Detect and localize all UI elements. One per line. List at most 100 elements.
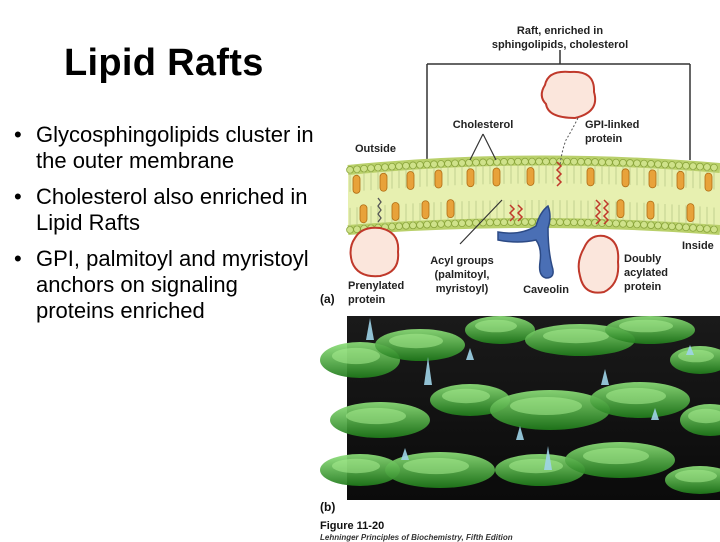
cholesterol-molecule-bottom	[391, 202, 400, 221]
lipid-head-top	[367, 164, 375, 172]
lipid-head-bottom	[423, 220, 431, 229]
cholesterol-label: Cholesterol	[453, 119, 514, 131]
lipid-head-bottom	[346, 226, 354, 234]
lipid-head-bottom	[465, 219, 473, 227]
lipid-head-bottom	[493, 218, 501, 227]
raft-domain-highlight	[619, 319, 673, 333]
cholesterol-molecule-bottom	[616, 199, 625, 219]
lipid-head-bottom	[570, 218, 578, 227]
bullet-item: •Cholesterol also enriched in Lipid Raft…	[10, 184, 315, 236]
lipid-head-bottom	[402, 221, 410, 230]
lipid-head-bottom	[661, 222, 669, 230]
lipid-head-top	[472, 158, 480, 167]
lipid-head-bottom	[430, 220, 438, 229]
lipid-head-bottom	[409, 221, 417, 230]
panel-a-label: (a)	[320, 292, 335, 306]
raft-domain-highlight	[389, 333, 443, 349]
lipid-head-bottom	[416, 221, 424, 229]
cholesterol-molecule-top	[406, 171, 415, 190]
lipid-head-top	[640, 159, 648, 168]
cholesterol-molecule-top	[676, 170, 685, 190]
lipid-head-bottom	[626, 220, 634, 228]
protein-peak	[424, 357, 432, 385]
lipid-head-top	[563, 157, 571, 166]
lipid-head-top	[381, 163, 389, 171]
bullet-dot-icon: •	[14, 246, 22, 271]
lipid-head-bottom	[451, 219, 459, 228]
outside-label: Outside	[355, 143, 396, 155]
lipid-head-top	[416, 161, 424, 169]
bullet-dot-icon: •	[14, 122, 22, 147]
lipid-head-top	[451, 159, 459, 168]
panel-b-label: (b)	[320, 500, 335, 514]
gpi-linked-protein	[540, 70, 597, 187]
lipid-head-bottom	[682, 223, 690, 232]
bullet-text: Cholesterol also enriched in Lipid Rafts	[36, 184, 308, 235]
cholesterol-molecule-top	[434, 169, 443, 189]
lipid-head-bottom	[500, 218, 508, 227]
lipid-head-bottom	[675, 223, 683, 231]
lipid-head-bottom	[486, 218, 494, 227]
raft-domain-highlight	[688, 408, 720, 424]
lipid-head-bottom	[696, 224, 704, 233]
lipid-head-bottom	[647, 221, 655, 229]
lipid-head-top	[612, 158, 620, 167]
lipid-head-top	[633, 159, 641, 168]
lipid-head-top	[493, 158, 501, 166]
lipid-head-top	[591, 158, 599, 166]
cholesterol-molecule-bottom	[686, 203, 695, 223]
gpi-label-line1: GPI-linked	[585, 119, 639, 131]
lipid-head-top	[430, 160, 438, 169]
prenylated-label-line1: Prenylated	[348, 280, 404, 292]
lipid-head-top	[598, 158, 606, 166]
lipid-head-top	[486, 158, 494, 166]
acyl-label-line1: Acyl groups	[430, 255, 494, 267]
lipid-head-top	[682, 161, 690, 170]
cholesterol-molecule-top	[379, 172, 388, 192]
raft-domain-highlight	[543, 328, 609, 344]
cholesterol-molecule-bottom	[446, 199, 455, 219]
lipid-head-top	[423, 160, 431, 169]
lipid-head-top	[346, 166, 354, 174]
lipid-head-top	[388, 162, 396, 171]
doubly-label-line1: Doubly	[624, 253, 662, 265]
cholesterol-molecule-bottom	[421, 200, 430, 220]
bullet-item: • GPI, palmitoyl and myristoyl anchors on…	[10, 246, 315, 324]
lipid-head-bottom	[654, 221, 662, 230]
lipid-head-top	[521, 157, 529, 166]
acyl-label-line2: (palmitoyl,	[434, 269, 489, 281]
lipid-head-bottom	[703, 225, 711, 233]
lipid-head-top	[542, 157, 550, 166]
lipid-head-top	[458, 159, 466, 167]
raft-domain-highlight	[475, 319, 517, 333]
lipid-head-top	[437, 160, 445, 168]
cholesterol-molecule-top	[466, 168, 475, 188]
lipid-head-bottom	[388, 222, 396, 231]
raft-domain-highlight	[403, 457, 469, 475]
cholesterol-molecule-top	[704, 172, 713, 192]
lipid-head-bottom	[521, 218, 529, 226]
lipid-head-top	[626, 159, 634, 167]
raft-bracket	[426, 50, 691, 160]
protein-peak	[601, 369, 609, 385]
raft-label-line1: Raft, enriched in	[517, 25, 603, 37]
prenylated-label-line2: protein	[348, 294, 386, 306]
lipid-head-top	[710, 163, 718, 172]
lipid-head-top	[395, 162, 403, 170]
raft-domain-highlight	[346, 407, 406, 425]
lipid-head-bottom	[395, 222, 403, 231]
cholesterol-molecule-top	[621, 168, 630, 188]
lipid-head-top	[500, 158, 508, 166]
caveolin-protein	[497, 204, 554, 279]
bullet-item: • Glycosphingolipids cluster in the outer…	[10, 122, 315, 174]
lipid-head-top	[605, 158, 613, 167]
protein-peak	[466, 348, 474, 360]
lipid-raft-figure: Raft, enriched in sphingolipids, cholest…	[320, 25, 720, 514]
raft-domain-highlight	[583, 447, 649, 465]
gpi-label-line2: protein	[585, 133, 623, 145]
bullet-text: Glycosphingolipids cluster in the outer …	[36, 122, 314, 173]
bullet-text: GPI, palmitoyl and myristoyl anchors on …	[36, 246, 309, 323]
lipid-head-top	[353, 165, 361, 174]
bullet-list: • Glycosphingolipids cluster in the outer…	[10, 122, 315, 334]
lipid-head-top	[654, 160, 662, 168]
